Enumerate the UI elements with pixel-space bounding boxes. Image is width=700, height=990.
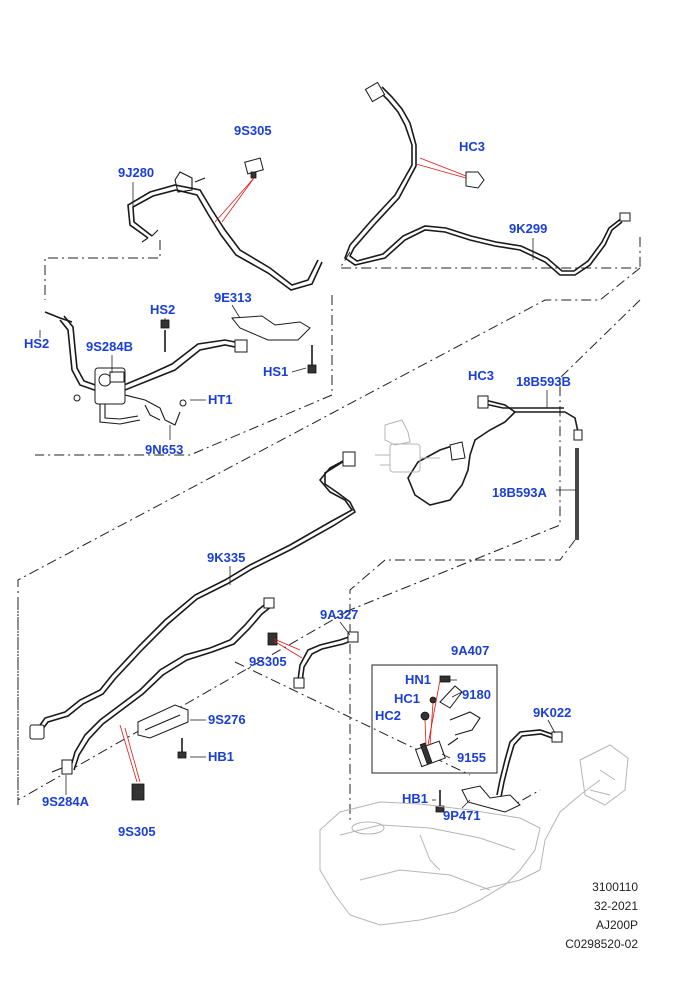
callout-HT1: HT1: [208, 392, 233, 407]
callout-HC1: HC1: [394, 691, 421, 706]
callout-9K022: 9K022: [533, 705, 572, 720]
pipe-9A327: [69, 597, 359, 771]
callout-HS2-mid: HS2: [150, 302, 176, 317]
callout-9155: 9155: [457, 750, 486, 765]
pipe-18B593B: [407, 395, 583, 506]
clip-HC2: [420, 711, 430, 721]
pipe-18B593A: [575, 448, 579, 540]
callout-9P471: 9P471: [443, 808, 481, 823]
ghost-filter-housing: [375, 419, 466, 473]
callout-HC2: HC2: [375, 708, 402, 723]
callout-HS2-left: HS2: [24, 336, 50, 351]
reference-code-3: AJ200P: [595, 918, 638, 932]
connector-9S284A: [51, 759, 73, 775]
ghost-fuel-tank: [319, 744, 629, 926]
bolt-HS1: [307, 345, 317, 374]
callout-HN1: HN1: [405, 672, 432, 687]
clip-HC3-top: [465, 171, 485, 189]
callout-9K299: 9K299: [509, 221, 548, 236]
callout-9180: 9180: [462, 687, 491, 702]
callout-9S284B: 9S284B: [86, 339, 133, 354]
callout-HS1: HS1: [263, 364, 289, 379]
callout-9S305-bot: 9S305: [118, 824, 156, 839]
callout-9A327: 9A327: [320, 607, 359, 622]
group-outline-top: [35, 235, 641, 456]
callout-9S305-mid: 9S305: [249, 654, 287, 669]
clip-9S305-mid: [267, 632, 278, 646]
callout-9E313: 9E313: [214, 290, 252, 305]
callout-HB1-right: HB1: [402, 791, 429, 806]
bolt-HB1-left: [177, 738, 187, 759]
callout-9N653: 9N653: [145, 442, 184, 457]
callout-9S284A: 9S284A: [42, 794, 89, 809]
nut-HN1: [439, 675, 451, 683]
module-9P471: [461, 785, 521, 813]
clip-9S305-bot: [131, 783, 145, 801]
callout-HC3-top: HC3: [459, 139, 486, 154]
callout-HC3-mid: HC3: [468, 368, 495, 383]
leaders-black: [39, 182, 576, 809]
clip-HC1: [429, 696, 437, 704]
callout-18B593B: 18B593B: [516, 374, 571, 389]
pipe-9J280: [127, 171, 323, 291]
pipe-9K299: [344, 81, 631, 276]
box-9A407: [371, 664, 498, 774]
callout-18B593A: 18B593A: [492, 485, 547, 500]
reference-code-1: 3100110: [592, 880, 638, 894]
group-outline-bottom: [17, 600, 541, 811]
leaders-red: [119, 157, 467, 783]
callout-9J280: 9J280: [118, 165, 155, 180]
pipe-9K335: [29, 451, 357, 740]
bracket-9E313: [231, 315, 311, 341]
callout-HB1-left: HB1: [208, 749, 235, 764]
callout-9S305-top: 9S305: [234, 123, 272, 138]
reference-code-4: C0298520-02: [565, 937, 638, 951]
stud-HS2: [160, 319, 170, 352]
assembly-9N653: [73, 367, 187, 426]
filter-9155: [415, 737, 459, 768]
callout-9A407: 9A407: [451, 643, 490, 658]
callout-9K335: 9K335: [207, 550, 246, 565]
pipe-9K022: [496, 729, 563, 798]
group-outline-middle: [17, 267, 641, 820]
reference-code-2: 32-2021: [593, 899, 638, 913]
shield-9S276: [137, 704, 189, 739]
clip-9S305-top: [244, 157, 264, 179]
callout-9S276: 9S276: [208, 712, 246, 727]
